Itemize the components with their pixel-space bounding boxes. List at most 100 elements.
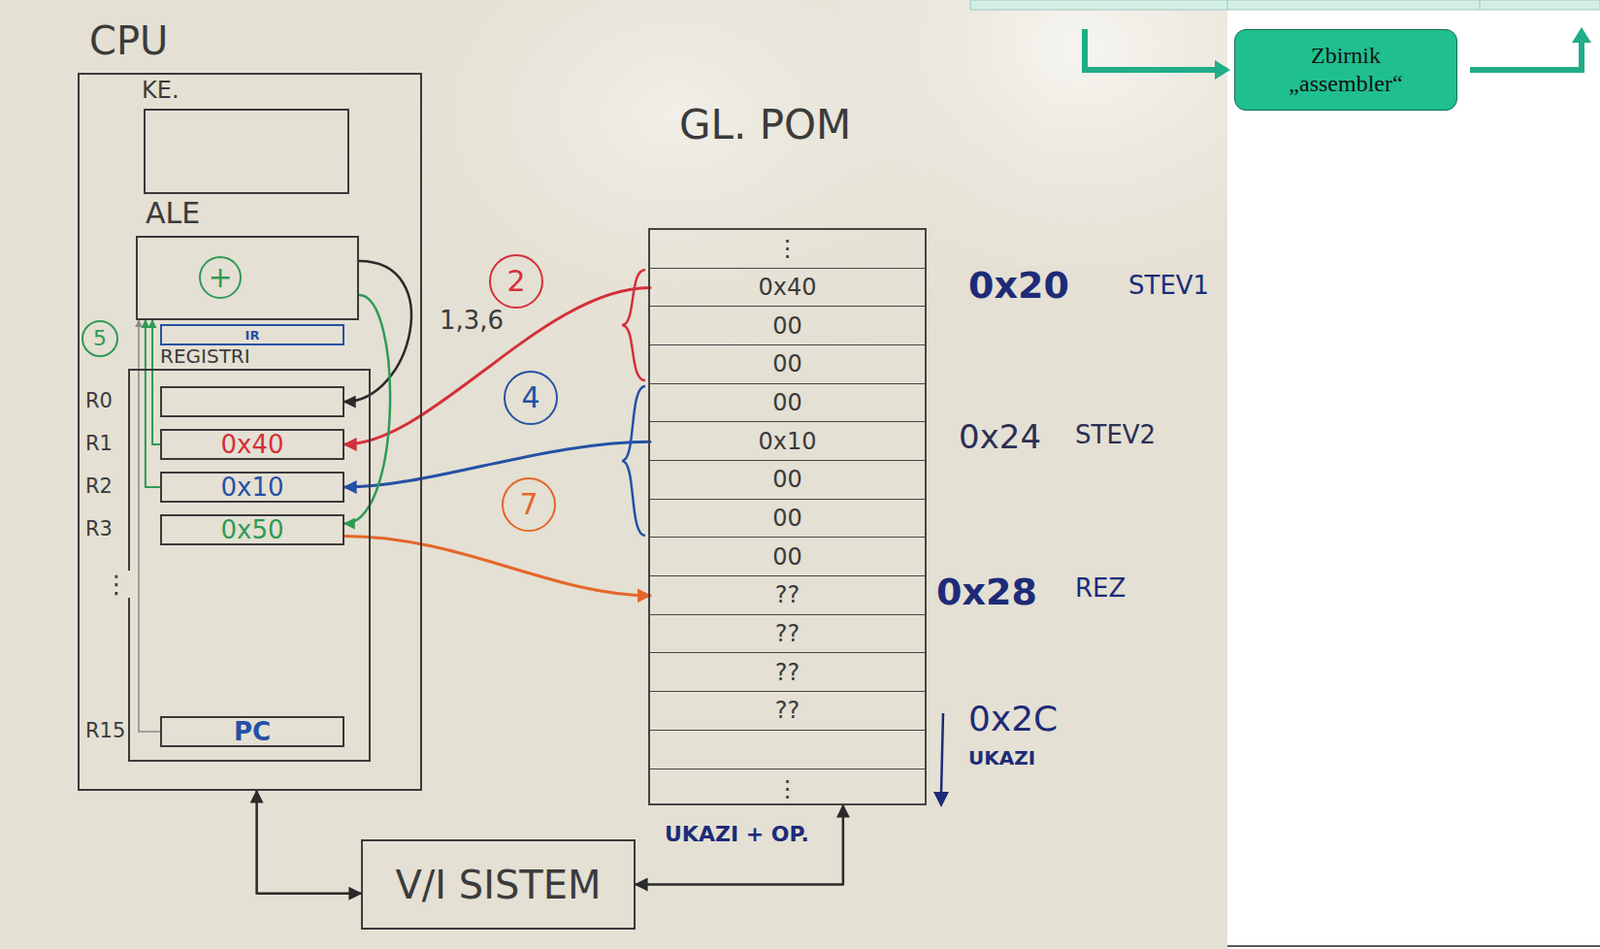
node-text: 00 — [772, 391, 803, 415]
register: R20x10 — [160, 471, 345, 503]
memory-cell: 00 — [650, 306, 925, 346]
node-text: 0x10 — [220, 474, 284, 500]
direction-arrow — [941, 713, 944, 794]
whiteboard-glare — [0, 0, 1228, 949]
heading-text: R1 — [85, 432, 113, 456]
annotation-label: UKAZI — [965, 747, 1039, 769]
flow-arrow — [1469, 42, 1582, 70]
node-text: ⋮ — [776, 236, 800, 261]
memory-cell: 00 — [650, 537, 925, 577]
node-text: IR — [245, 328, 261, 342]
connector — [145, 320, 161, 488]
node-text: 0x50 — [220, 517, 284, 543]
node-text: Zbirnik „assembler“ — [1258, 41, 1434, 98]
flow-arrow — [1084, 29, 1215, 70]
main-memory: GL. POM⋮0x400000000x10000000????????⋮ — [648, 228, 927, 806]
word-bracket — [621, 269, 646, 381]
arrow-head — [1571, 27, 1592, 43]
heading-text: GL. POM — [679, 102, 851, 148]
control-unit-box: KE. — [143, 108, 350, 195]
node-text: ⋮ — [776, 777, 800, 801]
whiteboard — [0, 0, 1228, 949]
memory-cell: 0x10 — [650, 422, 925, 461]
node-text: ?? — [775, 621, 800, 646]
table-divider — [1479, 0, 1481, 10]
word-bracket — [621, 386, 646, 536]
annotation-label: STEV2 — [1072, 421, 1159, 449]
callout-number: 2 — [489, 254, 544, 309]
node-text: 0x40 — [220, 431, 284, 458]
memory-cell: ?? — [650, 615, 925, 654]
memory-cell: 00 — [650, 384, 925, 424]
memory-cell: ?? — [650, 691, 925, 731]
heading-text: R2 — [85, 475, 113, 498]
callout-number: 5 — [81, 320, 119, 358]
io-system-box: V/I SISTEM — [360, 839, 636, 930]
annotation-label: ⋮ — [100, 570, 132, 598]
register: R0 — [160, 386, 345, 418]
whiteboard-glare — [0, 0, 1228, 949]
annotation-label: UKAZI + OP. — [661, 822, 813, 847]
memory-cell: ?? — [650, 653, 925, 692]
annotation-label: STEV1 — [1125, 271, 1212, 299]
node-text: PC — [233, 718, 271, 745]
memory-cell: 00 — [650, 499, 925, 539]
node-text: 0x10 — [757, 429, 817, 454]
callout-number: 4 — [503, 370, 558, 425]
assembler-box: Zbirnik „assembler“ — [1234, 29, 1458, 111]
register: R15PC — [160, 716, 345, 748]
arrow-head — [1214, 60, 1231, 80]
heading-text: CPU — [89, 19, 168, 63]
node-text: 00 — [772, 545, 803, 569]
annotation-label: 0x24 — [955, 419, 1045, 455]
annotation-label: 0x2C — [965, 700, 1061, 738]
register-file: REGISTRIR0R10x40R20x10R30x50R15PC — [128, 368, 371, 762]
node-text: V/I SISTEM — [394, 865, 601, 905]
annotation-label: REZ — [1072, 574, 1129, 602]
annotation-label: 0x20 — [965, 265, 1073, 305]
connector — [257, 790, 361, 894]
node-text: ?? — [775, 583, 800, 607]
memory-cell: 00 — [650, 345, 925, 385]
connector — [152, 320, 161, 445]
callout-number: 7 — [501, 477, 556, 532]
memory-cell: 00 — [650, 460, 925, 500]
heading-text: R15 — [85, 719, 126, 743]
annotation-label: 1,3,6 — [436, 306, 507, 334]
heading-text: KE. — [141, 77, 180, 103]
heading-text: R0 — [85, 390, 113, 413]
node-text: + — [207, 262, 232, 293]
node-text: ?? — [775, 660, 800, 685]
memory-cell: ?? — [650, 576, 925, 616]
memory-cell: 0x40 — [650, 268, 925, 308]
node-text: 00 — [772, 352, 803, 376]
annotation-label: 0x28 — [933, 572, 1041, 612]
connector — [344, 261, 412, 402]
node-text: ?? — [775, 698, 800, 722]
connector — [344, 535, 651, 595]
cpu-box: CPUKE.ALE+IRREGISTRIR0R10x40R20x10R30x50… — [77, 72, 423, 791]
page-rule — [1227, 945, 1600, 947]
register: R10x40 — [160, 428, 345, 460]
memory-cell: ⋮ — [650, 768, 925, 808]
operation-circle: + — [198, 256, 242, 299]
connector — [344, 294, 391, 524]
memory-cell: ⋮ — [650, 229, 925, 269]
table-strip — [970, 0, 1600, 10]
node-text: 00 — [772, 506, 803, 530]
register: R30x50 — [160, 514, 345, 546]
connector — [344, 441, 651, 488]
table-divider — [1227, 0, 1229, 10]
node-text: 00 — [772, 314, 803, 338]
node-text: 00 — [772, 467, 803, 491]
heading-text: REGISTRI — [160, 345, 251, 367]
arrow-head — [933, 791, 949, 808]
instruction-register: IR — [160, 324, 345, 346]
connector — [138, 320, 161, 732]
alu-box: ALE+ — [135, 235, 360, 321]
heading-text: R3 — [85, 518, 113, 541]
heading-text: ALE — [145, 196, 200, 229]
node-text: 0x40 — [757, 275, 817, 299]
connector — [635, 805, 844, 885]
